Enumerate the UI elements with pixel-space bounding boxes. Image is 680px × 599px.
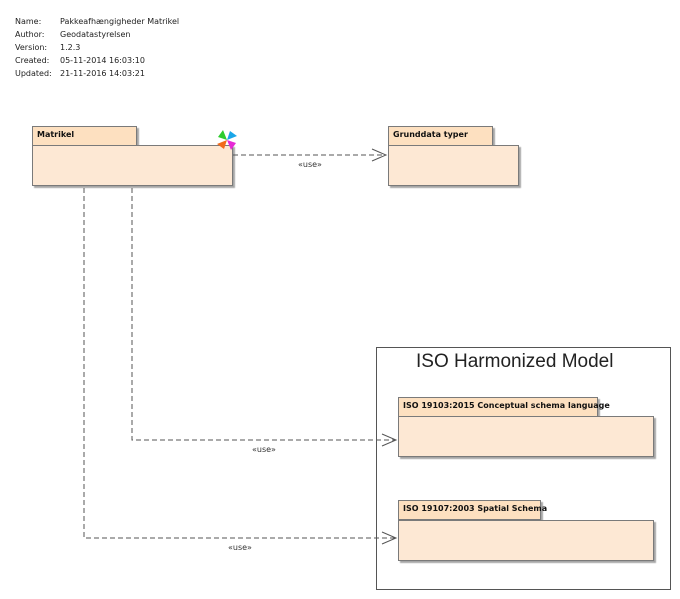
package-iso19103-label: ISO 19103:2015 Conceptual schema languag…: [403, 401, 610, 410]
package-iso19107-tab[interactable]: ISO 19107:2003 Spatial Schema: [398, 500, 547, 520]
metadata-value: Geodatastyrelsen: [60, 30, 131, 39]
stereotype-label-grunddata: «use»: [298, 160, 322, 169]
package-grunddata-typer[interactable]: [388, 145, 519, 186]
package-iso19107-label: ISO 19107:2003 Spatial Schema: [403, 504, 548, 513]
metadata-value: 1.2.3: [60, 43, 81, 52]
diagram-metadata: Name: Pakkeafhængigheder Matrikel Author…: [15, 15, 179, 80]
metadata-key: Version:: [15, 43, 48, 52]
metadata-key: Updated:: [15, 69, 52, 78]
metadata-value: 05-11-2014 16:03:10: [60, 56, 145, 65]
package-grunddata-typer-label: Grunddata typer: [393, 130, 468, 139]
metadata-row-author: Author: Geodatastyrelsen: [15, 28, 179, 41]
dependency-matrikel-iso19107[interactable]: [83, 188, 396, 539]
metadata-key: Author:: [15, 30, 45, 39]
dependency-matrikel-iso19103[interactable]: [131, 188, 396, 441]
package-iso19107[interactable]: [398, 520, 654, 561]
package-matrikel[interactable]: [32, 145, 233, 186]
pinwheel-icon: [217, 130, 237, 150]
package-matrikel-label: Matrikel: [37, 130, 75, 139]
metadata-key: Created:: [15, 56, 50, 65]
frame-title: ISO Harmonized Model: [416, 351, 614, 372]
stereotype-label-iso19107: «use»: [228, 543, 252, 552]
stereotype-label-iso19103: «use»: [252, 445, 276, 454]
package-iso19103[interactable]: [398, 416, 654, 457]
arrowhead: [381, 433, 398, 447]
arrowhead: [371, 148, 388, 162]
metadata-value: Pakkeafhængigheder Matrikel: [60, 17, 180, 26]
metadata-key: Name:: [15, 17, 42, 26]
metadata-row-name: Name: Pakkeafhængigheder Matrikel: [15, 15, 179, 28]
metadata-row-updated: Updated: 21-11-2016 14:03:21: [15, 67, 179, 80]
metadata-row-version: Version: 1.2.3: [15, 41, 179, 54]
metadata-value: 21-11-2016 14:03:21: [60, 69, 145, 78]
metadata-row-created: Created: 05-11-2014 16:03:10: [15, 54, 179, 67]
arrowhead: [381, 531, 398, 545]
